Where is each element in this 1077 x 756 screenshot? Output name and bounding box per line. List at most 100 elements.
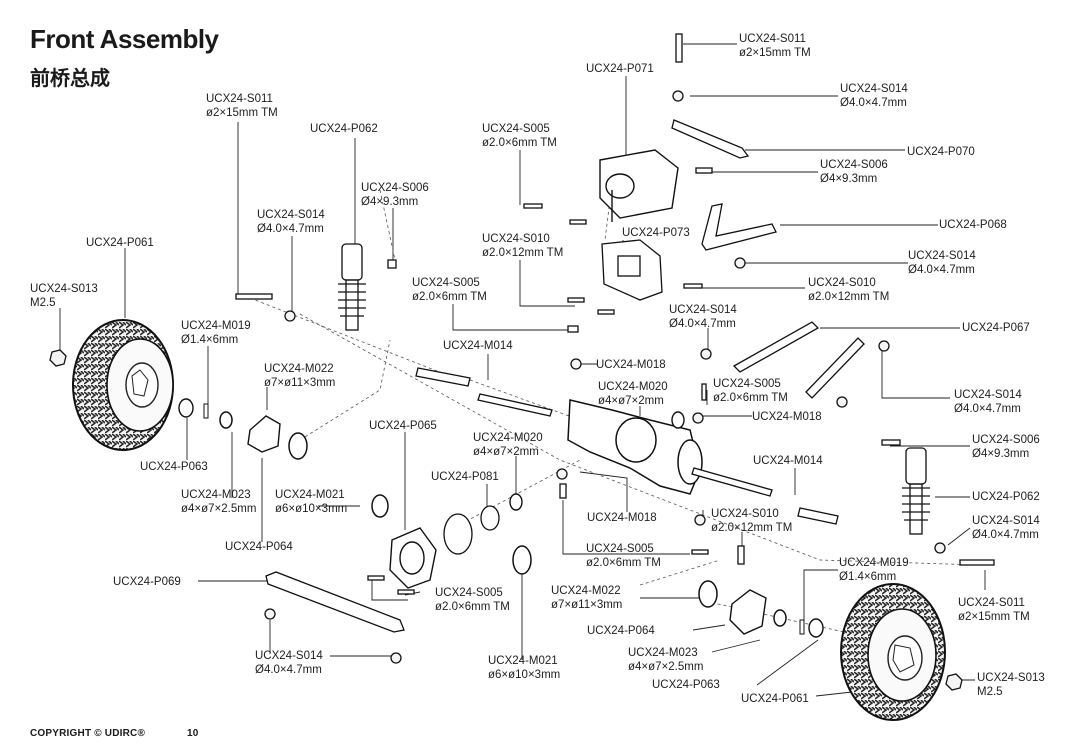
part-code: UCX24-P073 <box>622 227 690 239</box>
part-code: UCX24-P068 <box>939 219 1007 231</box>
callout-p061-right: UCX24-P061 <box>741 692 809 706</box>
part-code: UCX24-M019 <box>839 557 909 569</box>
part-spec: ø6×ø10×3mm <box>488 669 561 681</box>
callout-p064-left: UCX24-P064 <box>225 540 293 554</box>
page-subtitle: 前桥总成 <box>30 66 110 90</box>
callout-p070: UCX24-P070 <box>907 145 975 159</box>
callout-s010-right: UCX24-S010 ø2.0×12mm TM <box>808 276 889 304</box>
assembly-axis-lines <box>249 189 981 641</box>
part-code: UCX24-S013 <box>977 672 1045 684</box>
part-code: UCX24-P069 <box>113 576 181 588</box>
callout-m018-mid: UCX24-M018 <box>752 410 822 424</box>
part-code: UCX24-S014 <box>908 250 976 262</box>
part-spec: ø2.0×6mm TM <box>435 601 510 613</box>
callout-p063-left: UCX24-P063 <box>140 460 208 474</box>
part-spec: Ø4.0×4.7mm <box>972 529 1039 541</box>
copyright-notice: COPYRIGHT © UDIRC® <box>30 728 146 739</box>
axle-housing-p065 <box>567 399 703 495</box>
part-spec: Ø4.0×4.7mm <box>257 223 324 235</box>
part-code: UCX24-S005 <box>586 543 654 555</box>
part-spec: ø4×ø7×2mm <box>473 446 539 458</box>
part-spec: Ø1.4×6mm <box>839 571 897 583</box>
part-spec: ø6×ø10×3mm <box>275 503 348 515</box>
part-code: UCX24-P067 <box>962 322 1030 334</box>
part-spec: M2.5 <box>30 297 56 309</box>
part-spec: Ø4×9.3mm <box>820 173 878 185</box>
part-code: UCX24-S005 <box>435 587 503 599</box>
part-code: UCX24-P061 <box>741 693 809 705</box>
servo-mount-p073 <box>601 239 663 301</box>
part-code: UCX24-M021 <box>275 489 345 501</box>
callout-p067: UCX24-P067 <box>962 321 1030 335</box>
right-shock-p062 <box>902 447 930 535</box>
part-code: UCX24-M018 <box>587 512 657 524</box>
part-spec: ø2.0×12mm TM <box>808 291 890 303</box>
part-spec: ø2×15mm TM <box>739 47 811 59</box>
part-spec: ø2.0×6mm TM <box>412 291 487 303</box>
part-spec: ø4×ø7×2.5mm <box>181 503 257 515</box>
part-code: UCX24-M022 <box>264 363 334 375</box>
right-bearing-m023 <box>773 609 787 627</box>
diff-case <box>389 527 437 589</box>
part-code: UCX24-M022 <box>551 585 621 597</box>
ring-gear-p081 <box>443 505 500 555</box>
callout-p071: UCX24-P071 <box>586 62 654 76</box>
part-code: UCX24-S010 <box>808 277 876 289</box>
callout-p068: UCX24-P068 <box>939 218 1007 232</box>
part-code: UCX24-S006 <box>820 159 888 171</box>
left-pin-m019 <box>203 403 209 419</box>
servo-p071 <box>599 149 679 222</box>
callout-p065: UCX24-P065 <box>369 419 437 433</box>
tie-rod-p069 <box>265 571 405 633</box>
part-code: UCX24-P070 <box>907 146 975 158</box>
callout-p061-left: UCX24-P061 <box>86 236 154 250</box>
part-spec: ø7×ø11×3mm <box>551 599 623 611</box>
part-code: UCX24-P065 <box>369 420 437 432</box>
part-code: UCX24-S014 <box>840 83 908 95</box>
part-spec: Ø4×9.3mm <box>361 196 419 208</box>
right-bearing-m021 <box>512 545 532 575</box>
part-code: UCX24-P063 <box>140 461 208 473</box>
part-code: UCX24-S014 <box>972 515 1040 527</box>
part-spec: ø2.0×6mm TM <box>713 392 788 404</box>
link-p068 <box>701 203 777 251</box>
part-code: UCX24-M020 <box>598 381 668 393</box>
right-pin-m019 <box>799 619 805 635</box>
callout-s005-bottom: UCX24-S005 ø2.0×6mm TM <box>435 586 510 614</box>
part-spec: ø2.0×12mm TM <box>711 522 793 534</box>
part-code: UCX24-M014 <box>753 455 823 467</box>
part-code: UCX24-P081 <box>431 471 499 483</box>
part-code: UCX24-M014 <box>443 340 513 352</box>
part-spec: Ø1.4×6mm <box>181 334 239 346</box>
part-code: UCX24-S006 <box>361 182 429 194</box>
right-hub-p063 <box>808 618 824 638</box>
callout-p073: UCX24-P073 <box>622 226 690 240</box>
callout-m021-left: UCX24-M021 ø6×ø10×3mm <box>275 488 347 516</box>
callout-p062-right: UCX24-P062 <box>972 490 1040 504</box>
part-code: UCX24-S014 <box>257 209 325 221</box>
left-wheel-p061 <box>72 319 174 451</box>
callout-p081: UCX24-P081 <box>431 470 499 484</box>
bearing-m020 <box>671 411 685 429</box>
part-code: UCX24-P071 <box>586 63 654 75</box>
